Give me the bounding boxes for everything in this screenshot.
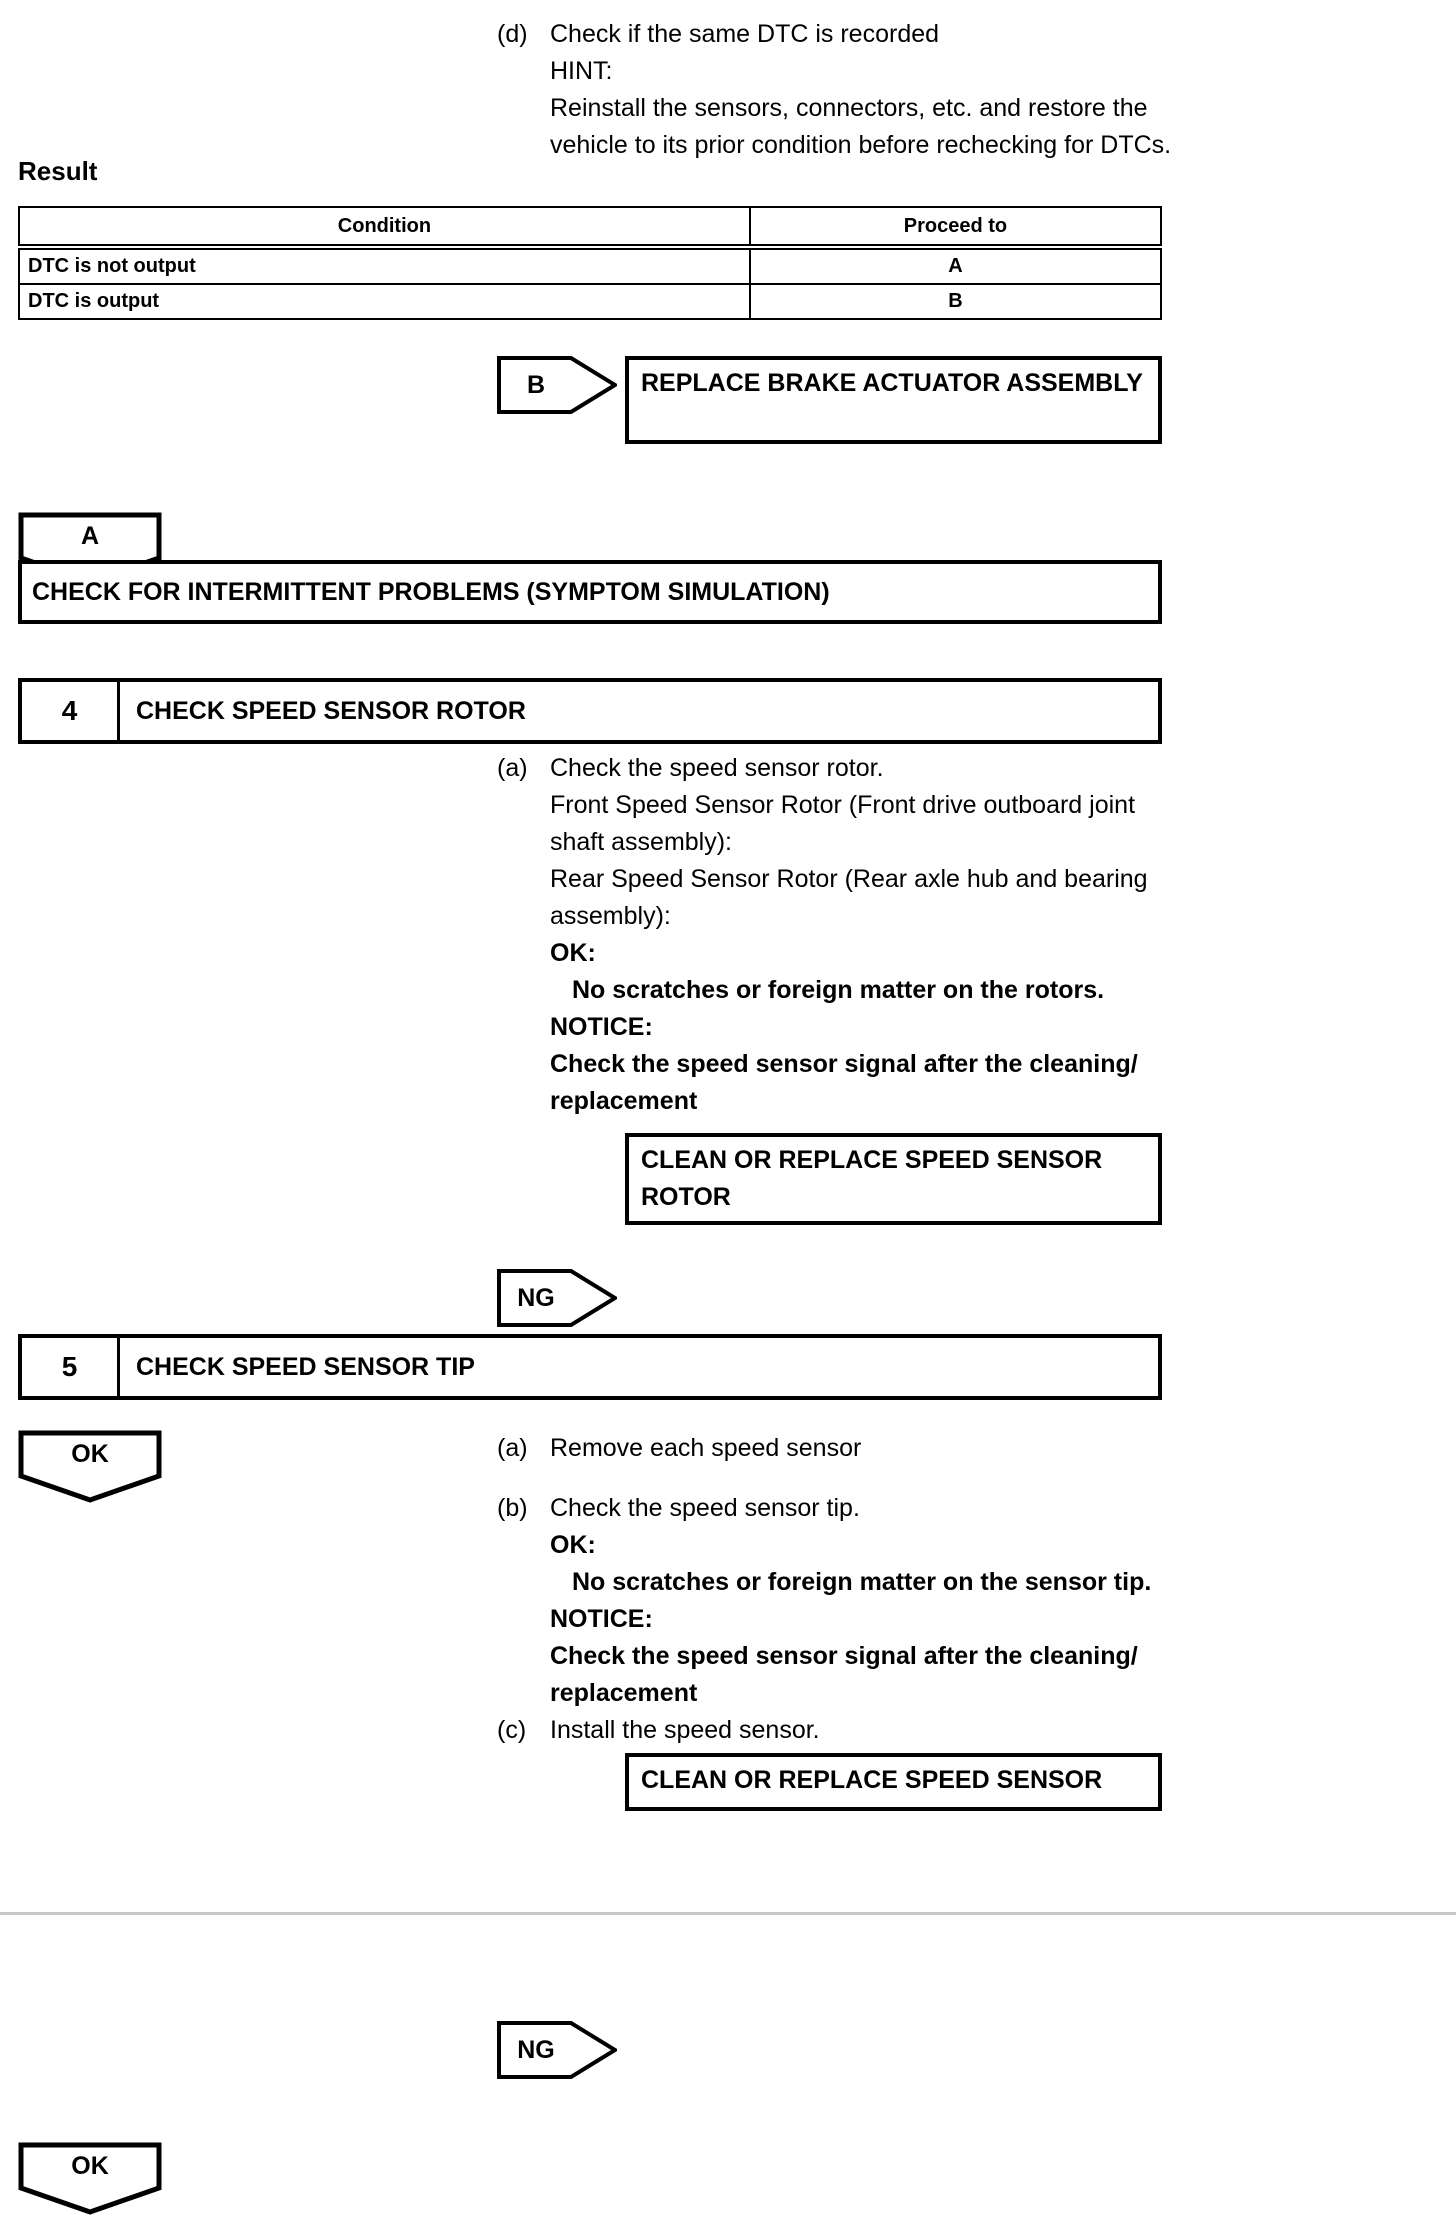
action-text: CLEAN OR REPLACE SPEED SENSOR: [641, 1146, 1103, 1174]
hint-line: vehicle to its prior condition before re…: [550, 131, 1172, 159]
instruction-text: Check the speed sensor rotor.: [550, 754, 884, 782]
result-table: Condition Proceed to DTC is not output A…: [18, 206, 1163, 320]
instruction-step-d: (d) Check if the same DTC is recorded HI…: [497, 16, 1187, 164]
proceed-cell: A: [748, 246, 1163, 285]
hint-line: Reinstall the sensors, connectors, etc. …: [550, 94, 1148, 122]
banner-title: CHECK FOR INTERMITTENT PROBLEMS (SYMPTOM…: [32, 577, 830, 606]
instruction-text: Check if the same DTC is recorded: [550, 20, 940, 48]
proceed-header-cell: Proceed to: [748, 206, 1163, 250]
action-box-replace-brake-actuator: REPLACE BRAKE ACTUATOR ASSEMBLY: [625, 356, 1162, 444]
condition-cell: DTC is output: [18, 283, 751, 320]
proceed-cell: B: [748, 283, 1163, 320]
instruction-text: Install the speed sensor.: [550, 1716, 820, 1744]
result-heading: Result: [18, 156, 98, 186]
step-5-body: (a) Remove each speed sensor (b) Check t…: [497, 1430, 1187, 1749]
notice-text: replacement: [550, 1087, 698, 1115]
connector-label: OK: [71, 2151, 109, 2180]
action-box-clean-replace-rotor: CLEAN OR REPLACE SPEED SENSOR ROTOR: [625, 1133, 1162, 1225]
step-title: CHECK SPEED SENSOR TIP: [136, 1352, 475, 1381]
connector-label: A: [80, 521, 100, 550]
step-letter-label: (d): [497, 20, 528, 48]
connector-label: B: [526, 370, 546, 399]
page-footer-rule: [0, 1912, 1456, 1915]
step-letter-label: (a): [497, 1434, 528, 1462]
notice-label: NOTICE:: [550, 1605, 653, 1633]
notice-text: replacement: [550, 1679, 698, 1707]
instruction-text: assembly):: [550, 902, 671, 930]
ok-spec-text: No scratches or foreign matter on the ro…: [572, 976, 1105, 1004]
flow-arrow-icon: [497, 356, 617, 414]
notice-text: Check the speed sensor signal after the …: [550, 1642, 1138, 1670]
table-row: DTC is not output A: [18, 246, 1163, 285]
notice-label: NOTICE:: [550, 1013, 653, 1041]
connector-label: NG: [517, 1283, 555, 1312]
instruction-text: Remove each speed sensor: [550, 1434, 862, 1462]
table-row: DTC is output B: [18, 283, 1163, 320]
ok-connector: OK: [18, 2142, 162, 2216]
action-box-clean-replace-sensor: CLEAN OR REPLACE SPEED SENSOR: [625, 1753, 1162, 1811]
ok-connector: OK: [18, 1430, 162, 1504]
condition-header-cell: Condition: [18, 206, 751, 250]
instruction-text: Front Speed Sensor Rotor (Front drive ou…: [550, 791, 1136, 819]
action-text: REPLACE BRAKE ACTUATOR ASSEMBLY: [641, 369, 1143, 397]
step-number: 5: [22, 1338, 120, 1396]
ng-connector: NG: [497, 2021, 617, 2079]
connector-label: NG: [517, 2035, 555, 2064]
ok-spec-label: OK:: [550, 1531, 596, 1559]
action-text: CLEAN OR REPLACE SPEED SENSOR: [641, 1766, 1103, 1794]
step-5-header: 5 CHECK SPEED SENSOR TIP: [18, 1334, 1162, 1400]
table-header-row: Condition Proceed to: [18, 206, 1163, 250]
step-4-body: (a) Check the speed sensor rotor. Front …: [497, 750, 1187, 1120]
ok-spec-text: No scratches or foreign matter on the se…: [572, 1568, 1152, 1596]
instruction-text: Check the speed sensor tip.: [550, 1494, 860, 1522]
step-title: CHECK SPEED SENSOR ROTOR: [136, 696, 526, 725]
step-4-header: 4 CHECK SPEED SENSOR ROTOR: [18, 678, 1162, 744]
hint-label: HINT:: [550, 57, 613, 85]
instruction-text: shaft assembly):: [550, 828, 733, 856]
flow-pennant-icon: [18, 1430, 162, 1503]
flow-arrow-icon: [497, 1269, 617, 1327]
notice-text: Check the speed sensor signal after the …: [550, 1050, 1138, 1078]
step-letter-label: (b): [497, 1494, 528, 1522]
branch-b-connector: B: [497, 356, 617, 414]
condition-cell: DTC is not output: [18, 246, 751, 285]
ng-connector: NG: [497, 1269, 617, 1327]
instruction-text: Rear Speed Sensor Rotor (Rear axle hub a…: [550, 865, 1148, 893]
ok-spec-label: OK:: [550, 939, 596, 967]
step-letter-label: (a): [497, 754, 528, 782]
connector-label: OK: [71, 1439, 109, 1468]
step-number: 4: [22, 682, 120, 740]
action-text: ROTOR: [641, 1183, 731, 1211]
service-manual-page: { "colors": { "ink": "#000000", "paper":…: [0, 16, 1456, 2215]
step-letter-label: (c): [497, 1716, 527, 1744]
intermittent-check-box: CHECK FOR INTERMITTENT PROBLEMS (SYMPTOM…: [18, 560, 1162, 624]
